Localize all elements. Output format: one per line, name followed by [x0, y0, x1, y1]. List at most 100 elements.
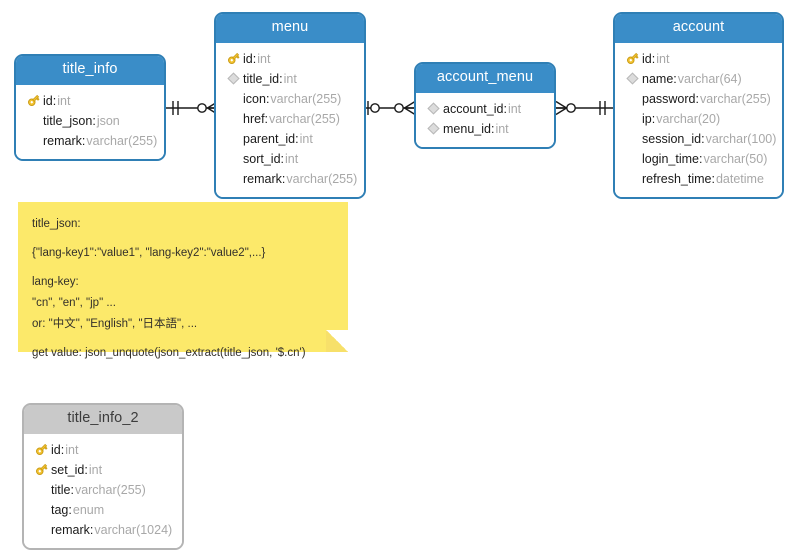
field-marker-none	[224, 90, 242, 108]
diamond-icon	[424, 120, 442, 138]
field-row[interactable]: sort_id:int	[224, 149, 356, 169]
note-line: title_json:	[32, 218, 81, 230]
field-name: title_id	[243, 71, 280, 86]
field-colon: :	[264, 111, 269, 126]
key-icon	[32, 441, 50, 459]
field-type: varchar(255)	[86, 133, 158, 148]
field-colon: :	[279, 71, 283, 86]
field-name: title_json	[43, 113, 93, 128]
field-name: tag	[51, 502, 69, 517]
field-row[interactable]: password:varchar(255)	[623, 89, 774, 109]
field-name: id	[243, 51, 253, 66]
field-colon: :	[81, 133, 86, 148]
note-title_json[interactable]: title_json:{"lang-key1":"value1", "lang-…	[18, 202, 348, 359]
field-row[interactable]: set_id:int	[32, 460, 174, 480]
field-type: json	[96, 113, 120, 128]
key-icon	[24, 92, 42, 110]
field-row[interactable]: session_id:varchar(100)	[623, 129, 776, 149]
field-marker-none	[224, 150, 242, 168]
field-name: parent_id	[243, 131, 296, 146]
note-lines: title_json:{"lang-key1":"value1", "lang-…	[32, 214, 334, 364]
field-marker-none	[24, 132, 42, 150]
field-colon: :	[84, 462, 88, 477]
note-line: or: "中文", "English", "日本語", ...	[32, 318, 198, 330]
field-row[interactable]: remark:varchar(1024)	[32, 520, 174, 540]
relationship-title_info-menu	[164, 100, 218, 116]
field-row[interactable]: menu_id:int	[424, 119, 546, 139]
field-colon: :	[281, 171, 286, 186]
field-type: int	[257, 51, 271, 66]
field-row[interactable]: tag:enum	[32, 500, 174, 520]
field-row[interactable]: login_time:varchar(50)	[623, 149, 774, 169]
field-name: session_id	[642, 131, 702, 146]
field-row[interactable]: account_id:int	[424, 99, 546, 119]
field-type: varchar(1024)	[94, 522, 173, 537]
field-colon: :	[280, 151, 285, 166]
relationship-account_menu-account	[556, 100, 614, 116]
field-name: menu_id	[443, 121, 491, 136]
field-row[interactable]: refresh_time:datetime	[623, 169, 774, 189]
field-row[interactable]: remark:varchar(255)	[224, 169, 357, 189]
field-colon: :	[52, 93, 57, 108]
field-marker-none	[224, 110, 242, 128]
field-colon: :	[711, 171, 715, 186]
entity-title-account_menu: account_menu	[416, 64, 554, 93]
field-row[interactable]: icon:varchar(255)	[224, 89, 356, 109]
field-row[interactable]: title_json:json	[24, 111, 156, 131]
field-type: datetime	[715, 171, 764, 186]
diamond-icon	[424, 100, 442, 118]
field-row[interactable]: id:int	[623, 49, 774, 69]
field-type: int	[65, 442, 79, 457]
field-row[interactable]: ip:varchar(20)	[623, 109, 774, 129]
key-icon	[224, 50, 242, 68]
field-colon: :	[295, 131, 299, 146]
field-name: name	[642, 71, 674, 86]
relationship-menu-account_menu	[365, 100, 415, 116]
entity-title-title_info: title_info	[16, 56, 164, 85]
field-row[interactable]: title:varchar(255)	[32, 480, 174, 500]
field-marker-none	[32, 521, 50, 539]
field-type: int	[57, 93, 71, 108]
field-row[interactable]: href:varchar(255)	[224, 109, 356, 129]
field-colon: :	[673, 71, 677, 86]
field-colon: :	[92, 113, 96, 128]
diamond-icon	[224, 70, 242, 88]
field-row[interactable]: id:int	[224, 49, 356, 69]
field-row[interactable]: parent_id:int	[224, 129, 356, 149]
field-name: id	[642, 51, 652, 66]
field-colon: :	[651, 51, 656, 66]
field-name: refresh_time	[642, 171, 712, 186]
field-name: remark	[43, 133, 82, 148]
field-row[interactable]: id:int	[32, 440, 174, 460]
field-type: int	[507, 101, 522, 116]
field-type: varchar(255)	[270, 91, 342, 106]
field-row[interactable]: name:varchar(64)	[623, 69, 774, 89]
field-colon: :	[701, 131, 705, 146]
field-name: id	[51, 442, 61, 457]
field-type: int	[283, 71, 297, 86]
field-name: account_id	[443, 101, 504, 116]
field-row[interactable]: title_id:int	[224, 69, 356, 89]
field-marker-none	[32, 481, 50, 499]
field-type: varchar(50)	[703, 151, 768, 166]
field-name: password	[642, 91, 696, 106]
field-marker-none	[32, 501, 50, 519]
field-type: int	[656, 51, 670, 66]
note-fold-corner	[326, 330, 348, 352]
field-colon: :	[503, 101, 507, 116]
field-name: set_id	[51, 462, 85, 477]
field-type: int	[88, 462, 103, 477]
field-name: title	[51, 482, 71, 497]
field-colon: :	[68, 502, 72, 517]
field-marker-none	[623, 90, 641, 108]
field-row[interactable]: id:int	[24, 91, 156, 111]
field-row[interactable]: remark:varchar(255)	[24, 131, 158, 151]
field-colon: :	[252, 51, 257, 66]
